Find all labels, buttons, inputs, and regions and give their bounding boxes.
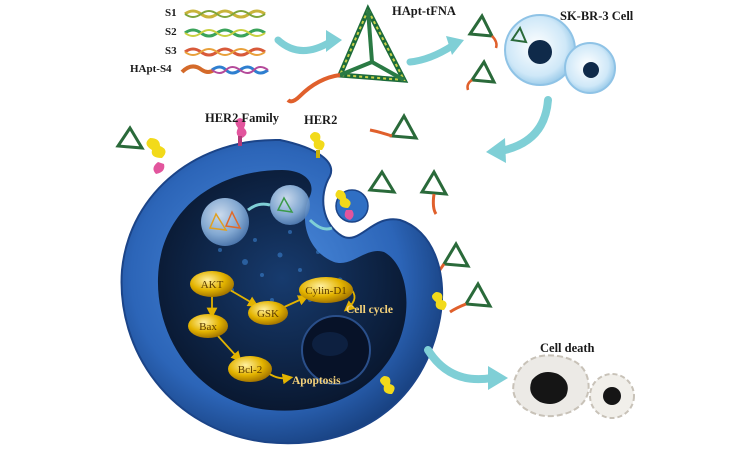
outcome-apoptosis: Apoptosis: [292, 375, 341, 387]
tfna-edges-inner: [338, 7, 406, 82]
strand-hapt-s4-label: HApt-S4: [130, 63, 172, 75]
her2-receptor-bottom: [380, 376, 395, 394]
tfna-inner-edge-c: [371, 60, 405, 82]
tfna-aptamer-tail: [286, 73, 341, 104]
arrow-tfna-to-nanostructure: [406, 42, 456, 66]
her2-label: HER2: [304, 113, 337, 127]
strand-s2-label: S2: [165, 26, 177, 38]
sk-br-3-nucleus-small: [583, 62, 599, 78]
tfna-inner-edge-b: [339, 60, 373, 77]
hapt-tfna-structure: [286, 4, 409, 104]
nanostructure-floating-4: [449, 280, 493, 314]
strand-s1: S1: [165, 7, 266, 19]
sk-br-3-nucleus-large: [528, 40, 552, 64]
strand-s3-label: S3: [165, 45, 177, 57]
nanostructure-floating-1: [369, 112, 419, 140]
cell-body: [120, 138, 444, 445]
arrow-to-cell-death: [424, 346, 496, 384]
strand-s1-helix: [184, 9, 266, 19]
arrow-gsk-cylin: [281, 295, 309, 309]
arrow-akt-gsk: [229, 289, 259, 307]
arrow-tfna-to-nanostructure-head: [446, 36, 464, 55]
arrow-bax-bcl2: [217, 335, 242, 362]
outcome-cell-cycle: Cell cycle: [346, 304, 393, 316]
nanostructure-small-1: [467, 13, 498, 49]
strand-s3-helix-b: [184, 48, 266, 56]
hapt-tfna-label: HApt-tFNA: [392, 4, 456, 18]
arrow-cell-to-mechanism: [501, 96, 552, 154]
node-cylin-d1: Cylin-D1: [299, 277, 353, 303]
dead-cell-small: [589, 373, 635, 419]
her2-receptor-complex-left: [115, 125, 166, 174]
endosome-1: [201, 198, 249, 246]
strand-s1-helix-b: [184, 10, 266, 18]
node-bcl-2-label: Bcl-2: [238, 364, 262, 376]
strand-hapt-s4: HApt-S4: [130, 63, 269, 75]
strand-s3-helix: [184, 47, 266, 57]
node-gsk: GSK: [248, 301, 288, 325]
arrow-internalization: [308, 218, 333, 231]
strand-s1-label: S1: [165, 7, 177, 19]
arrow-to-cell-death-head: [488, 366, 508, 390]
strand-s2-helix-b: [184, 29, 266, 37]
her2-receptor-top: [310, 132, 325, 158]
her2-family-label: HER2 Family: [205, 111, 280, 125]
node-bcl-2: Bcl-2: [228, 356, 272, 382]
node-bax-label: Bax: [199, 321, 217, 333]
node-bax: Bax: [188, 314, 228, 338]
strand-s2: S2: [165, 26, 266, 38]
her2-family-receptor-top: [235, 118, 247, 146]
sk-br-3-label: SK-BR-3 Cell: [560, 9, 634, 23]
arrow-cell-to-mechanism-head: [486, 138, 506, 163]
dead-cell-large: [512, 354, 590, 418]
arrow-strands-to-tfna: [274, 36, 334, 54]
nanostructure-small-2: [466, 59, 497, 91]
arrow-strands-to-tfna-head: [326, 30, 342, 52]
strand-s2-helix: [184, 28, 266, 38]
sk-br-3-cells: [504, 14, 616, 94]
arrow-endosome-fusion: [247, 202, 271, 212]
tfna-inner-edge: [366, 9, 374, 63]
endosome-2: [270, 185, 310, 225]
cell-death-label: Cell death: [540, 341, 595, 355]
node-akt-label: AKT: [201, 279, 224, 291]
nanostructure-floating-2: [419, 168, 449, 215]
node-akt: AKT: [190, 271, 234, 297]
her2-receptor-right: [432, 292, 447, 310]
strand-s3: S3: [165, 45, 266, 57]
sk-br-3-bound-nanostructure: [510, 25, 528, 44]
strand-hapt-s4-helix-b: [211, 66, 269, 74]
node-cylin-d1-label: Cylin-D1: [305, 285, 347, 297]
her2-receptor-complex-pit: [335, 169, 397, 220]
node-gsk-label: GSK: [257, 308, 279, 320]
strand-hapt-s4-aptamer: [180, 64, 216, 74]
nucleus: [301, 315, 371, 385]
